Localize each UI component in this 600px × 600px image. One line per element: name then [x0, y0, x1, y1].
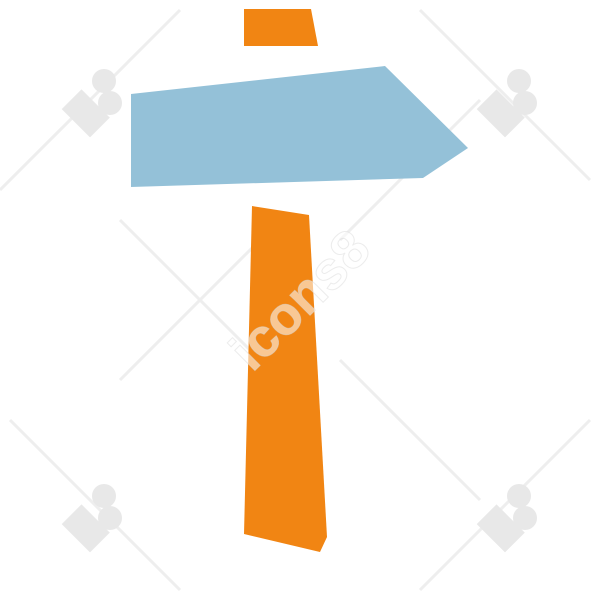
post-pole: [244, 206, 327, 552]
post-top-cap: [244, 9, 318, 46]
sign-board: [131, 66, 468, 187]
